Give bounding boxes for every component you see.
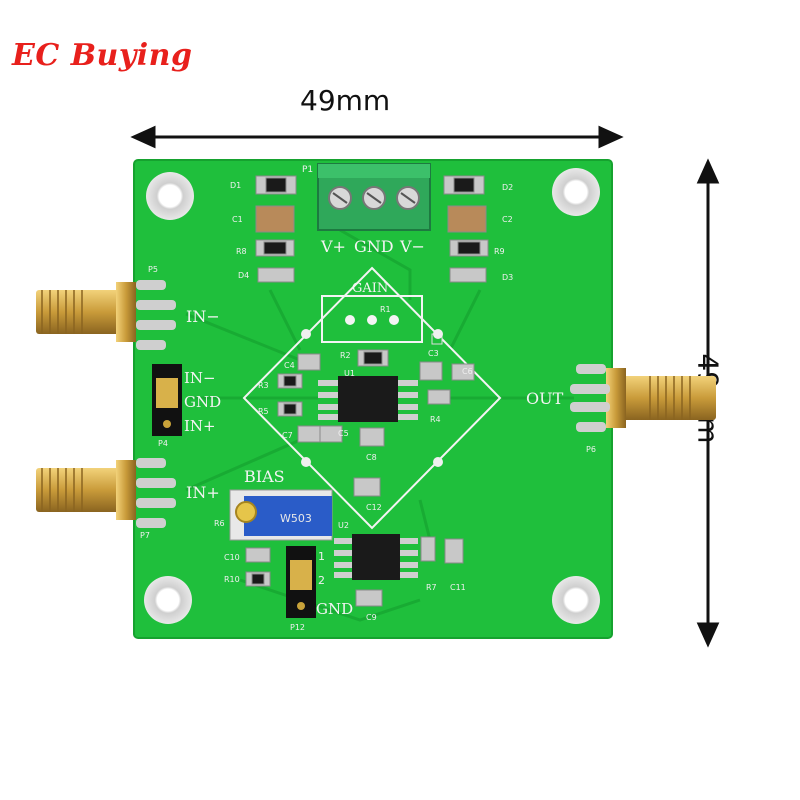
svg-text:R10: R10 (224, 575, 240, 584)
label-in-plus: IN+ (186, 483, 220, 502)
svg-text:C2: C2 (502, 215, 513, 224)
label-gnd-bottom: GND (316, 600, 353, 618)
label-header-in-plus: IN+ (184, 417, 216, 435)
ic-u2 (334, 534, 418, 580)
svg-text:C8: C8 (366, 453, 377, 462)
svg-text:R2: R2 (340, 351, 351, 360)
mounting-hole-icon (144, 168, 600, 624)
sma-connector-in-minus (36, 280, 176, 350)
svg-text:C9: C9 (366, 613, 377, 622)
svg-text:2: 2 (318, 574, 325, 587)
label-gnd-power: GND (354, 237, 394, 256)
label-header-gnd: GND (184, 393, 221, 411)
svg-text:P4: P4 (158, 439, 168, 448)
gain-box (321, 295, 423, 343)
width-dimension-label: 49mm (300, 84, 391, 117)
svg-text:R8: R8 (236, 247, 247, 256)
svg-text:D2: D2 (502, 183, 513, 192)
label-pot-marking: W503 (280, 512, 312, 525)
svg-text:P5: P5 (148, 265, 158, 274)
svg-text:C10: C10 (224, 553, 240, 562)
svg-text:R7: R7 (426, 583, 437, 592)
svg-text:C6: C6 (462, 367, 473, 376)
svg-text:P6: P6 (586, 445, 596, 454)
svg-text:C12: C12 (366, 503, 382, 512)
label-header-in-minus: IN− (184, 369, 216, 387)
label-bias: BIAS (244, 467, 285, 486)
svg-text:R9: R9 (494, 247, 505, 256)
svg-text:P7: P7 (140, 531, 150, 540)
svg-text:D4: D4 (238, 271, 249, 280)
svg-text:D1: D1 (230, 181, 241, 190)
svg-text:R6: R6 (214, 519, 225, 528)
smd-components (245, 175, 489, 607)
power-terminal-block (317, 163, 431, 231)
label-v-minus: V− (399, 237, 425, 256)
bias-potentiometer (229, 489, 333, 541)
svg-text:C7: C7 (282, 431, 293, 440)
svg-text:U1: U1 (344, 369, 355, 378)
opamp-u1 (318, 376, 418, 422)
label-v-plus: V+ (320, 237, 346, 256)
sma-connector-out (570, 364, 716, 432)
brand-logo-text: EC Buying (12, 38, 193, 73)
bias-jumper-header (286, 546, 316, 618)
label-out: OUT (526, 389, 564, 408)
width-dimension-arrow (130, 125, 624, 149)
svg-text:C1: C1 (232, 215, 243, 224)
svg-text:C5: C5 (338, 429, 349, 438)
gain-diamond-outline (242, 266, 502, 530)
svg-text:D3: D3 (502, 273, 513, 282)
via-pads (301, 329, 443, 467)
label-p1: P1 (302, 165, 313, 175)
input-jumper-header (152, 364, 182, 436)
svg-text:U2: U2 (338, 521, 349, 530)
svg-text:1: 1 (318, 550, 325, 563)
label-in-minus: IN− (186, 307, 220, 326)
svg-text:C4: C4 (284, 361, 295, 370)
pcb-traces (185, 228, 574, 622)
svg-text:R3: R3 (258, 381, 269, 390)
svg-text:P12: P12 (290, 623, 305, 632)
label-gain: GAIN (352, 281, 388, 296)
sma-connector-in-plus (36, 458, 176, 528)
gain-pads (345, 315, 399, 325)
svg-text:C11: C11 (450, 583, 466, 592)
svg-text:R5: R5 (258, 407, 269, 416)
svg-text:R4: R4 (430, 415, 441, 424)
svg-text:C3: C3 (428, 349, 439, 358)
silkscreen-labels: P1 V+ GND V− IN− IN+ IN− GND IN+ OUT GAI… (140, 165, 596, 632)
svg-text:R1: R1 (380, 305, 391, 314)
